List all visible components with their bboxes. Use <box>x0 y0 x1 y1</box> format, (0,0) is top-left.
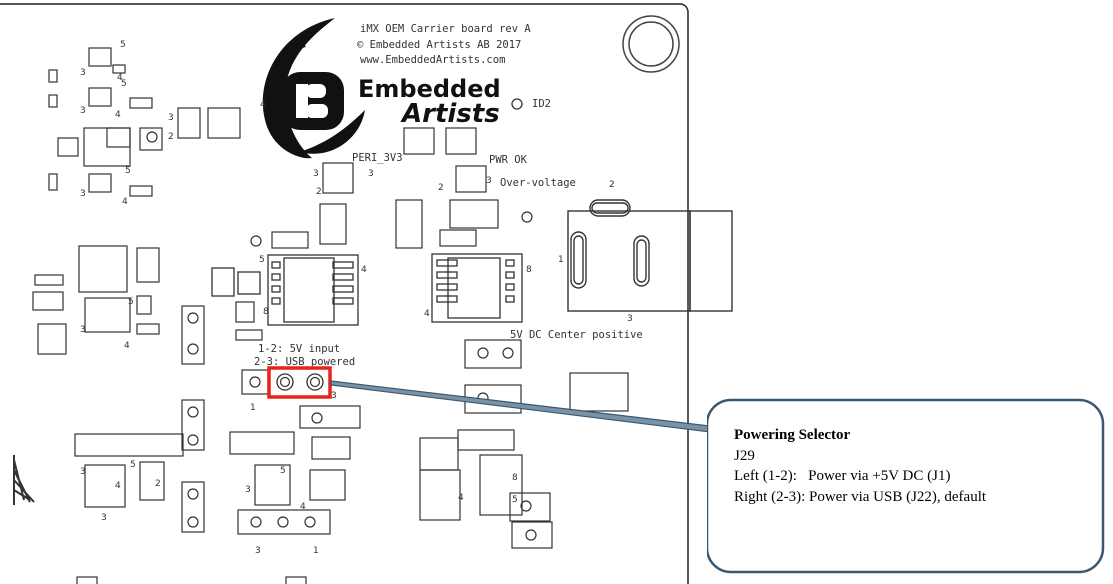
board-outline <box>0 3 689 584</box>
svg-text:3: 3 <box>627 314 633 324</box>
svg-text:2: 2 <box>609 180 615 190</box>
svg-text:3: 3 <box>80 68 86 78</box>
jumper-j29: 1 3 <box>241 366 337 413</box>
svg-text:3: 3 <box>245 485 251 495</box>
svg-text:5: 5 <box>280 466 286 476</box>
svg-text:5: 5 <box>125 166 131 176</box>
callout-line: Left (1-2): Power via +5V DC (J1) <box>734 468 951 484</box>
callout-line: J29 <box>734 447 755 464</box>
callout-line: Right (2-3): Power via USB (J22), defaul… <box>734 488 987 505</box>
label-id2: ID2 <box>532 98 551 110</box>
callout-title: Powering Selector <box>734 427 851 443</box>
svg-text:5: 5 <box>130 460 136 470</box>
svg-text:5: 5 <box>128 297 134 307</box>
svg-text:2: 2 <box>438 183 444 193</box>
svg-text:3: 3 <box>486 176 492 186</box>
svg-text:5: 5 <box>259 255 265 265</box>
ic-u1 <box>211 254 359 326</box>
svg-text:3: 3 <box>80 106 86 116</box>
jumper-note-1: 1-2: 5V input <box>258 343 340 355</box>
label-dc-center: 5V DC Center positive <box>510 329 643 341</box>
svg-text:4: 4 <box>260 100 266 110</box>
svg-text:5: 5 <box>120 40 126 50</box>
logo-text-1: Embedded <box>358 75 501 103</box>
svg-text:2: 2 <box>155 479 161 489</box>
svg-text:4: 4 <box>124 341 130 351</box>
svg-text:4: 4 <box>300 502 306 512</box>
label-peri: PERI_3V3 <box>352 152 403 164</box>
component-pads <box>32 47 629 584</box>
silkscreen-line-1: iMX OEM Carrier board rev A <box>360 23 531 35</box>
via-circles <box>146 131 537 541</box>
svg-text:1: 1 <box>250 403 256 413</box>
silkscreen-line-3: www.EmbeddedArtists.com <box>360 54 505 66</box>
svg-text:5: 5 <box>121 79 127 89</box>
label-pwr-ok: PWR OK <box>489 154 528 166</box>
svg-text:1: 1 <box>313 546 319 556</box>
label-over-voltage: Over-voltage <box>500 177 576 189</box>
dc-jack <box>567 199 733 312</box>
svg-text:3: 3 <box>313 169 319 179</box>
svg-text:4: 4 <box>361 265 367 275</box>
svg-text:3: 3 <box>255 546 261 556</box>
silkscreen-line-2: © Embedded Artists AB 2017 <box>357 39 521 51</box>
svg-text:4: 4 <box>458 493 464 503</box>
svg-text:3: 3 <box>101 513 107 523</box>
svg-text:2: 2 <box>168 132 174 142</box>
callout-box <box>707 398 1105 574</box>
hatch-mark <box>13 455 35 505</box>
svg-text:3: 3 <box>331 391 337 401</box>
svg-text:4: 4 <box>424 309 430 319</box>
svg-text:1: 1 <box>558 255 564 265</box>
svg-text:2: 2 <box>316 187 322 197</box>
mounting-hole <box>622 15 680 73</box>
embedded-artists-logo: Embedded Artists <box>262 18 501 159</box>
svg-text:3: 3 <box>80 325 86 335</box>
svg-text:3: 3 <box>80 189 86 199</box>
svg-text:4: 4 <box>115 481 121 491</box>
svg-text:8: 8 <box>526 265 532 275</box>
callout-text: Powering Selector J29 Left (1-2): Power … <box>734 425 1104 507</box>
svg-text:3: 3 <box>168 113 174 123</box>
svg-text:8: 8 <box>512 473 518 483</box>
logo-text-2: Artists <box>400 99 500 129</box>
ic-u2 <box>431 253 523 323</box>
svg-text:5: 5 <box>512 495 518 505</box>
svg-text:4: 4 <box>117 73 123 83</box>
jumper-note-2: 2-3: USB powered <box>254 356 355 368</box>
svg-text:8: 8 <box>263 307 269 317</box>
svg-text:3: 3 <box>80 467 86 477</box>
svg-text:4: 4 <box>122 197 128 207</box>
svg-text:4: 4 <box>115 110 121 120</box>
svg-text:3: 3 <box>368 169 374 179</box>
